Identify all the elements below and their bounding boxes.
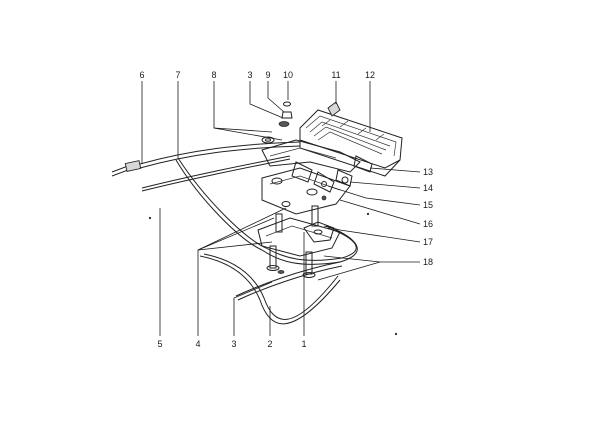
callout-18: 18 xyxy=(423,257,433,267)
callout-3-top: 3 xyxy=(247,70,252,80)
callout-labels: 6 7 8 3 9 10 11 12 13 14 15 16 17 18 5 4… xyxy=(139,70,433,349)
lower-bracket xyxy=(257,205,341,278)
mounting-bracket xyxy=(261,167,351,215)
callout-9: 9 xyxy=(265,70,270,80)
callout-12: 12 xyxy=(365,70,375,80)
panel-knob xyxy=(327,101,341,117)
control-cables xyxy=(111,141,398,336)
callout-3-bottom: 3 xyxy=(231,339,236,349)
callout-15: 15 xyxy=(423,200,433,210)
callout-11: 11 xyxy=(331,70,340,80)
callout-14: 14 xyxy=(423,183,433,193)
callout-2: 2 xyxy=(267,339,272,349)
callout-17: 17 xyxy=(423,237,433,247)
callout-16: 16 xyxy=(423,219,433,229)
callout-6: 6 xyxy=(139,70,144,80)
callout-1: 1 xyxy=(301,339,306,349)
callout-13: 13 xyxy=(423,167,433,177)
cable-end-fitting xyxy=(124,160,142,172)
callout-7: 7 xyxy=(175,70,180,80)
fastener-stack xyxy=(261,101,293,144)
callout-8: 8 xyxy=(211,70,216,80)
callout-5: 5 xyxy=(157,339,162,349)
leader-lines xyxy=(141,81,421,336)
callout-4: 4 xyxy=(195,339,200,349)
control-panel-assembly xyxy=(299,101,403,177)
callout-10: 10 xyxy=(283,70,293,80)
